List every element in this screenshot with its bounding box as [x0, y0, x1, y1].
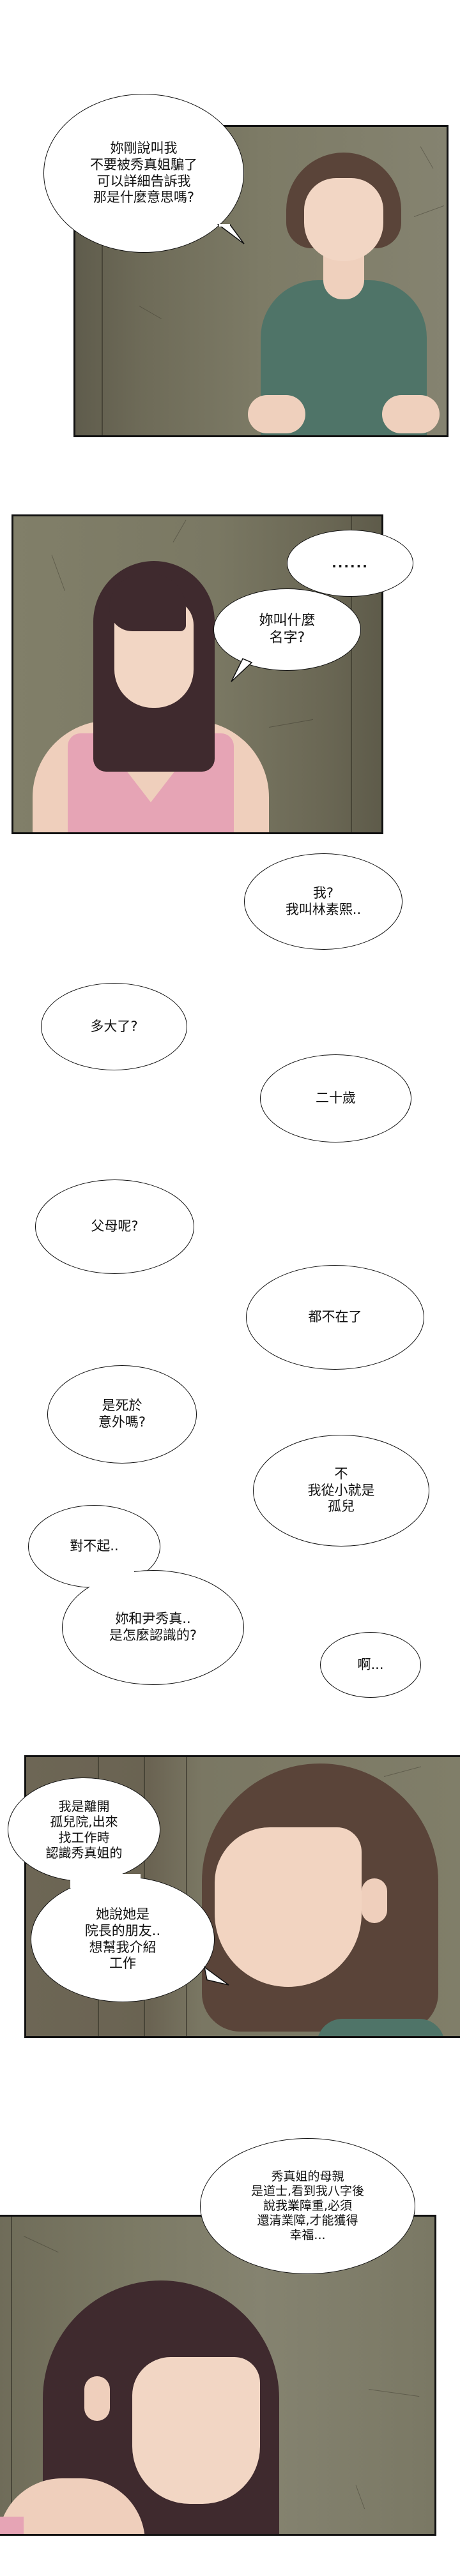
speech-bubble: 是死於 意外嗎? [47, 1365, 197, 1464]
bubble-tail [217, 224, 245, 244]
panel-1 [73, 125, 448, 437]
speech-bubble: ...... [287, 530, 413, 597]
speech-bubble: 我是離開 孤兒院,出來 找工作時 認識秀真姐的 [8, 1778, 160, 1882]
bubble-text: 秀真姐的母親 是道士,看到我八字後 說我業障重,必須 還清業障,才能獲得 幸福.… [250, 2169, 365, 2243]
ear [84, 2376, 110, 2421]
bubble-connector [70, 1874, 141, 1888]
speech-bubble: 不 我從小就是 孤兒 [253, 1435, 429, 1546]
bubble-connector [89, 1565, 134, 1591]
bubble-text: 不 我從小就是 孤兒 [307, 1466, 375, 1515]
speech-bubble: 父母呢? [35, 1179, 194, 1274]
speech-bubble: 妳叫什麼 名字? [213, 588, 361, 671]
wall-edge-line [102, 127, 103, 435]
character-long-hair-woman [33, 561, 275, 832]
bubble-tail [231, 658, 253, 682]
bubble-text: 我是離開 孤兒院,出來 找工作時 認識秀真姐的 [45, 1798, 123, 1861]
speech-bubble: 我? 我叫林素熙.. [244, 853, 402, 950]
shirt-collar [317, 2019, 445, 2036]
speech-bubble: 她說她是 院長的朋友.. 想幫我介紹 工作 [31, 1876, 215, 2002]
bubble-text: 我? 我叫林素熙.. [285, 885, 362, 917]
bangs [109, 574, 186, 631]
bubble-text: 多大了? [90, 1018, 138, 1034]
forearm-left [248, 395, 305, 433]
speech-bubble: 多大了? [41, 983, 187, 1070]
ear [362, 1878, 387, 1923]
speech-bubble: 都不在了 [246, 1265, 424, 1370]
forearm-right [382, 395, 440, 433]
bubble-text: 妳叫什麼 名字? [259, 612, 316, 646]
character-short-hair-woman-closeup [202, 1764, 445, 2036]
speech-bubble: 二十歲 [260, 1054, 411, 1142]
speech-bubble: 秀真姐的母親 是道士,看到我八字後 說我業障重,必須 還清業障,才能獲得 幸福.… [200, 2138, 415, 2274]
panel-4 [0, 2215, 436, 2536]
pink-strap [0, 2517, 24, 2534]
bubble-text: 是死於 意外嗎? [98, 1398, 146, 1430]
bubble-text: 妳和尹秀真.. 是怎麼認識的? [109, 1611, 197, 1643]
bubble-text: 她說她是 院長的朋友.. 想幫我介紹 工作 [84, 1906, 161, 1972]
face [132, 2357, 260, 2504]
bubble-text: ...... [332, 555, 369, 571]
bubble-tail [203, 1966, 229, 1986]
wall-edge-line [11, 2217, 12, 2534]
bubble-text: 對不起.. [70, 1538, 119, 1554]
bubble-text: 妳剛說叫我 不要被秀真姐騙了 可以詳細告訴我 那是什麼意思嗎? [90, 140, 197, 206]
wall-edge-line [351, 516, 352, 832]
bubble-text: 都不在了 [308, 1309, 362, 1325]
bubble-text: 二十歲 [316, 1090, 356, 1106]
character-short-hair-woman [248, 153, 440, 435]
speech-bubble: 妳剛說叫我 不要被秀真姐騙了 可以詳細告訴我 那是什麼意思嗎? [43, 94, 244, 253]
speech-bubble: 啊... [320, 1632, 421, 1698]
bubble-text: 啊... [357, 1656, 384, 1672]
face [215, 1827, 362, 1987]
face [304, 178, 383, 261]
bubble-text: 父母呢? [91, 1218, 139, 1234]
character-long-hair-woman-closeup [0, 2280, 286, 2534]
